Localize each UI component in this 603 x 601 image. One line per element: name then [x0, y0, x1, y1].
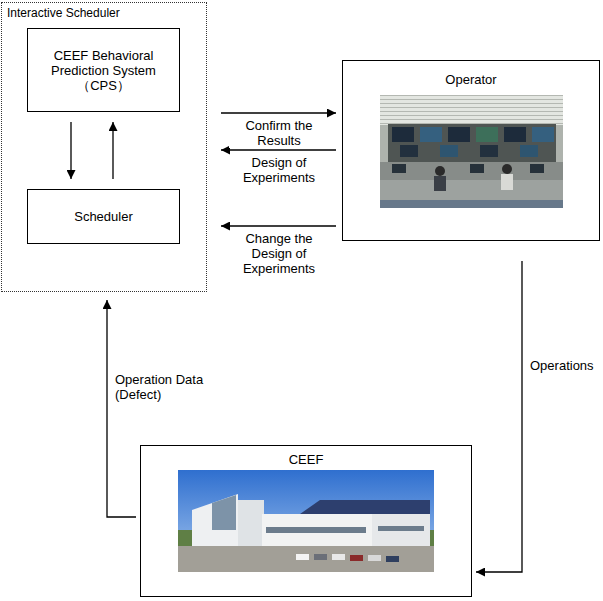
person-head [435, 166, 445, 176]
group-heading: Interactive Scheduler [7, 6, 120, 20]
glass-facade [212, 495, 236, 530]
edge-label: Design of Experiments [229, 155, 329, 185]
facility-panel: CEEF [140, 445, 472, 597]
window-strip [378, 526, 424, 531]
monitor-wall [388, 124, 556, 162]
monitor [392, 127, 414, 142]
console [380, 162, 563, 180]
person-head [502, 164, 512, 174]
building [192, 494, 238, 546]
control-room-photo [380, 95, 563, 208]
console-screen [392, 164, 406, 173]
panel-heading: Operator [343, 61, 599, 87]
box-label: CEEF Behavioral Prediction System （CPS） [42, 48, 165, 93]
facility-photo [178, 470, 434, 572]
monitor [480, 145, 498, 157]
monitor [420, 127, 442, 142]
edge-label: Operation Data (Defect) [113, 372, 213, 402]
window-strip [266, 527, 366, 533]
building [262, 514, 372, 546]
edge-label: Operations [528, 358, 600, 373]
flow-arrow [221, 225, 336, 226]
flow-arrow [107, 300, 136, 517]
building [372, 514, 430, 546]
process-box: Scheduler [27, 189, 180, 244]
car [386, 556, 399, 562]
flow-arrow [112, 122, 113, 179]
console-screen [530, 164, 544, 173]
monitor [476, 127, 498, 142]
monitor [440, 145, 458, 157]
monitor [448, 127, 470, 142]
flow-arrow [476, 261, 522, 572]
car [350, 555, 363, 561]
car [368, 555, 381, 561]
panel-heading: CEEF [141, 446, 471, 467]
person-body [434, 176, 446, 191]
monitor [504, 127, 526, 142]
edge-label: Confirm the Results [229, 118, 329, 148]
monitor [532, 127, 554, 142]
parking-lot [178, 546, 434, 572]
actor-panel: Operator [342, 60, 600, 241]
monitor [400, 145, 418, 157]
sky [178, 470, 434, 572]
system-boundary: Interactive SchedulerCEEF Behavioral Pre… [1, 2, 207, 292]
flow-arrow [70, 122, 71, 179]
car [296, 554, 309, 560]
box-label: Scheduler [74, 209, 133, 224]
solar-panels [300, 500, 430, 514]
process-box: CEEF Behavioral Prediction System （CPS） [27, 28, 180, 112]
console-screen [470, 164, 484, 173]
car [332, 554, 345, 560]
building [238, 500, 264, 546]
window-blinds [380, 95, 563, 125]
monitor [520, 145, 538, 157]
edge-label: Change the Design of Experiments [229, 231, 329, 276]
flow-arrow [221, 112, 336, 113]
desk [380, 180, 563, 200]
flow-arrow [221, 149, 336, 150]
photo-ground [380, 95, 563, 208]
person-body [501, 174, 513, 190]
car [314, 554, 327, 560]
floor [380, 200, 563, 208]
